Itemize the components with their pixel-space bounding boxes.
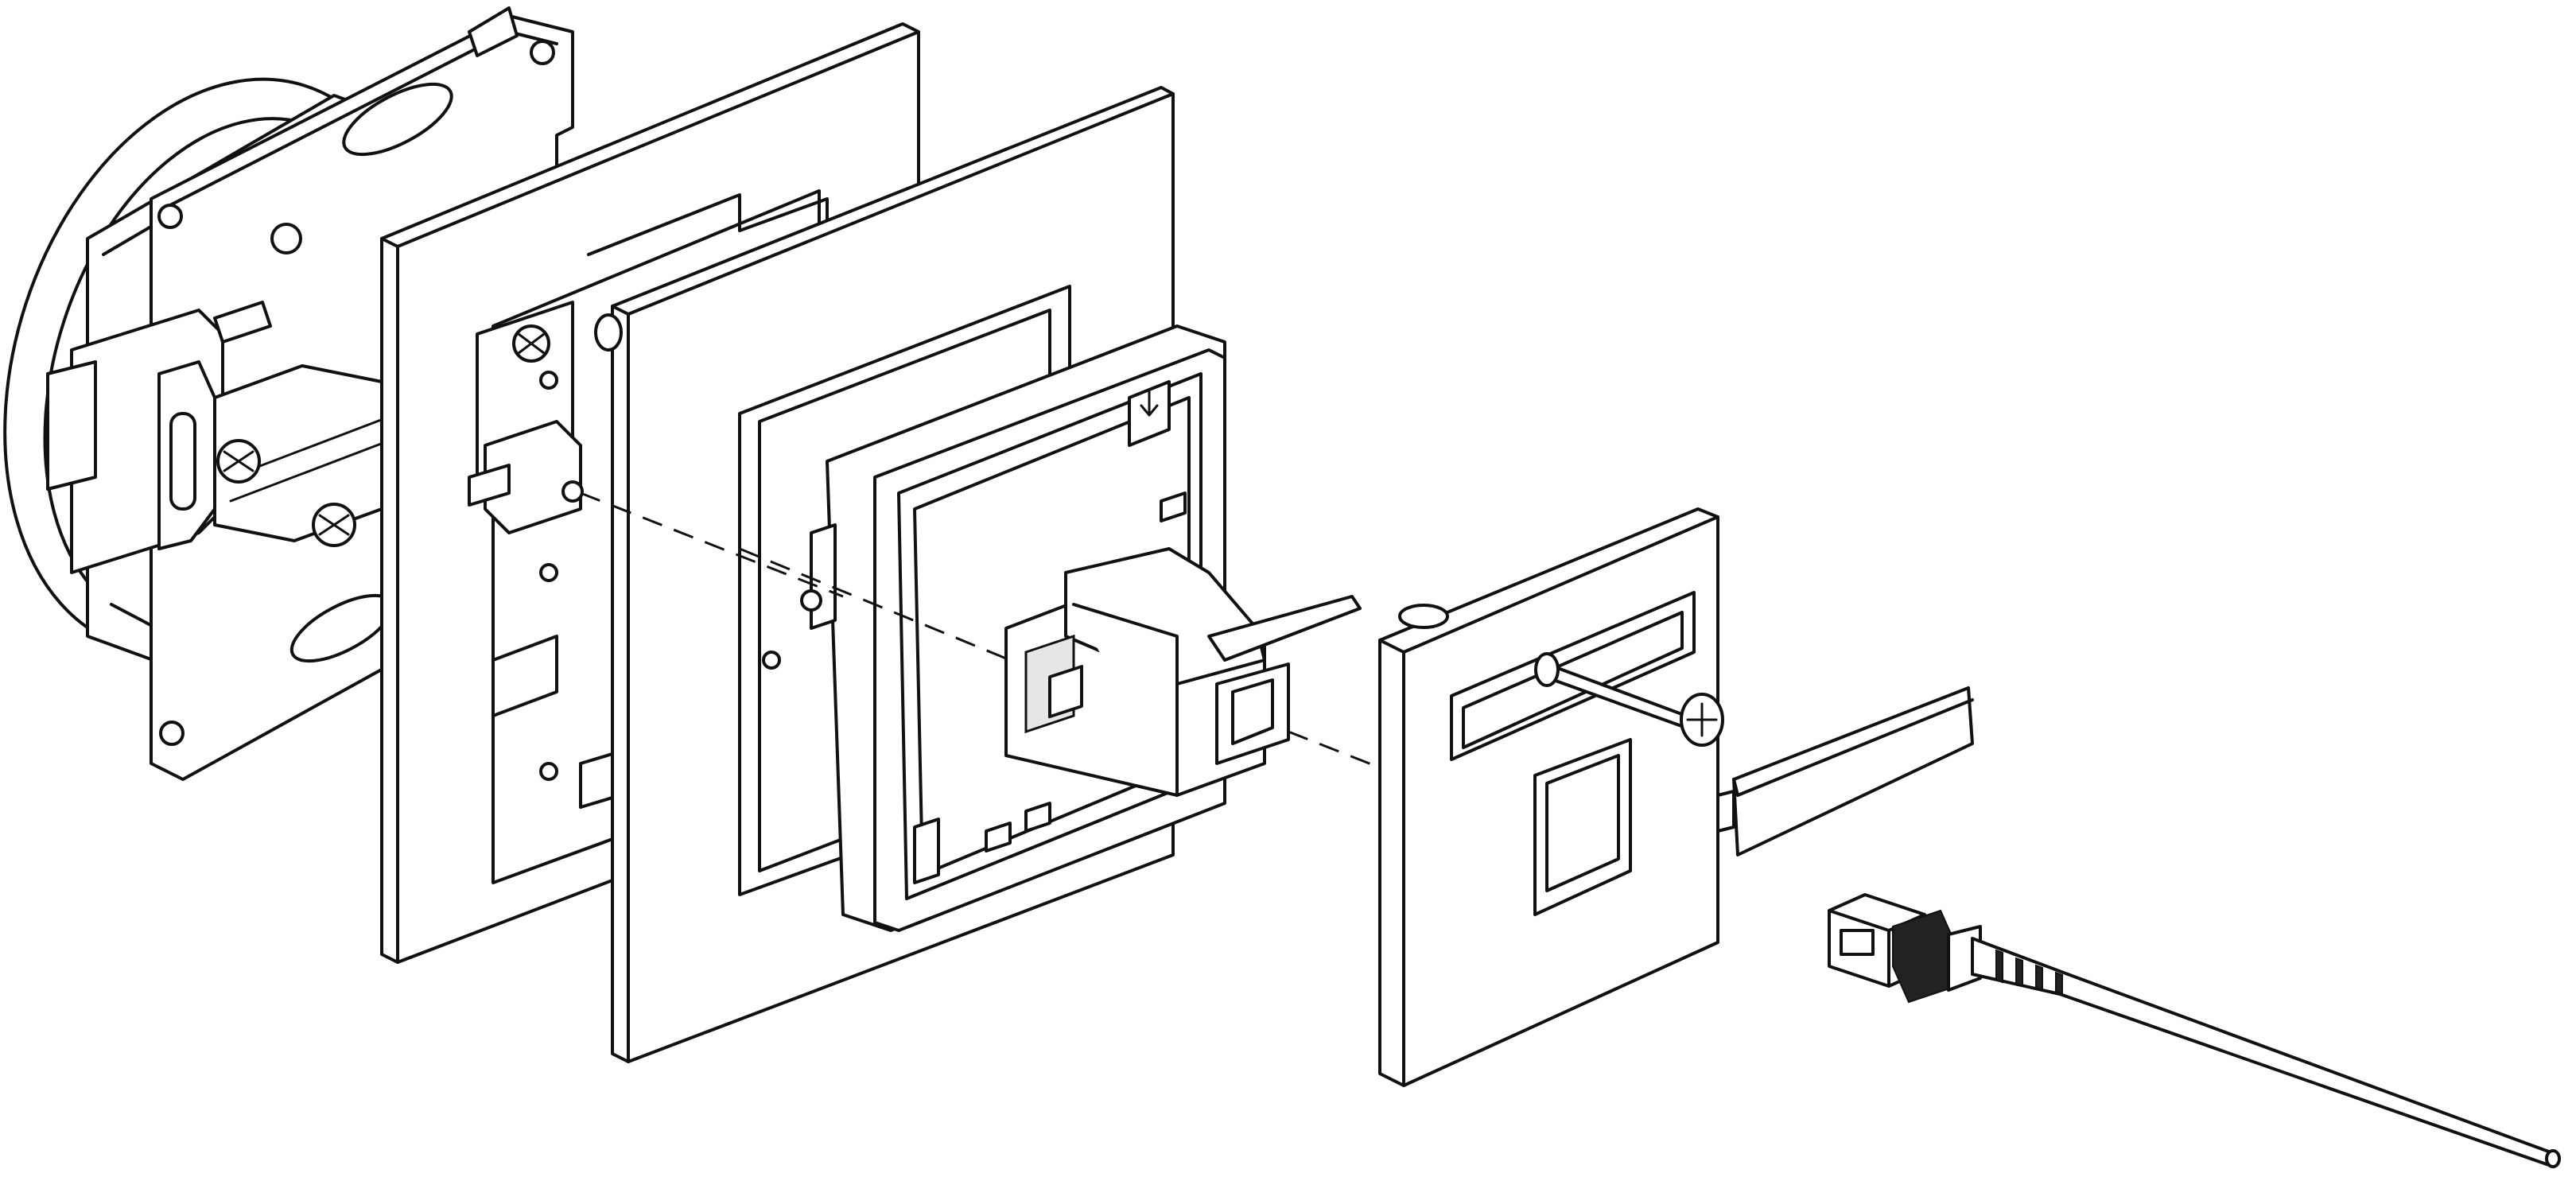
label-strip xyxy=(1716,686,1974,857)
terminal-screw-icon xyxy=(216,439,261,484)
keystone-fiber-module xyxy=(1004,547,1362,797)
cable-strain-relief-rings xyxy=(1995,949,2063,996)
central-cover-plate xyxy=(1378,507,1719,1087)
fixing-screw xyxy=(1534,652,1724,747)
phillips-screw-head-icon xyxy=(1686,702,1718,737)
fiber-optic-connector xyxy=(1828,893,1982,1004)
fiber-optic-cable xyxy=(1971,937,2561,1168)
terminal-screw-icon xyxy=(312,503,356,547)
